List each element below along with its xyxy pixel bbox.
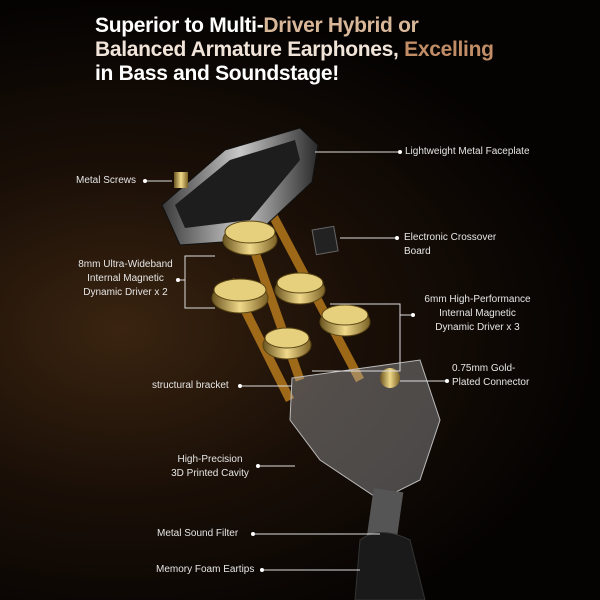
label-eartips: Memory Foam Eartips	[156, 564, 255, 575]
screw	[174, 172, 188, 188]
label-line: High-Precision	[177, 454, 243, 465]
dynamic-drivers	[211, 220, 371, 360]
label-faceplate: Lightweight Metal Faceplate	[405, 146, 530, 157]
eartip	[354, 532, 426, 600]
label-line: Board	[404, 246, 431, 257]
headline-part: Balanced Armature Earphones,	[95, 38, 399, 61]
headline-part: Superior to Multi-	[95, 14, 264, 37]
label-line: 3D Printed Cavity	[171, 468, 249, 479]
label-line: Electronic Crossover	[404, 232, 497, 243]
label-connector: 0.75mm Gold- Plated Connector	[452, 362, 529, 390]
label-line: Internal Magnetic	[439, 308, 516, 319]
label-screws: Metal Screws	[76, 175, 137, 186]
shell	[289, 359, 441, 501]
headline-part: in Bass and Soundstage!	[95, 62, 339, 85]
label-bracket: structural bracket	[152, 380, 229, 391]
label-line: Internal Magnetic	[87, 273, 164, 284]
connector	[380, 368, 400, 388]
callout-lines	[145, 151, 447, 571]
label-line: 0.75mm Gold-	[452, 363, 516, 374]
callout-dots	[143, 150, 449, 572]
label-filter: Metal Sound Filter	[157, 528, 239, 539]
label-line: Dynamic Driver x 3	[435, 322, 520, 333]
label-line: 6mm High-Performance	[424, 294, 531, 305]
label-cavity: High-Precision 3D Printed Cavity	[165, 453, 255, 481]
crossover-board	[311, 225, 339, 256]
label-line: 8mm Ultra-Wideband	[78, 259, 173, 270]
headline-part: Excelling	[398, 38, 494, 61]
label-line: Dynamic Driver x 2	[83, 287, 168, 298]
nozzle	[366, 488, 404, 542]
label-line: Plated Connector	[452, 377, 530, 388]
headline-part: Driver Hybrid or	[263, 14, 419, 37]
headline: Superior to Multi-Driver Hybrid or Balan…	[95, 14, 494, 86]
